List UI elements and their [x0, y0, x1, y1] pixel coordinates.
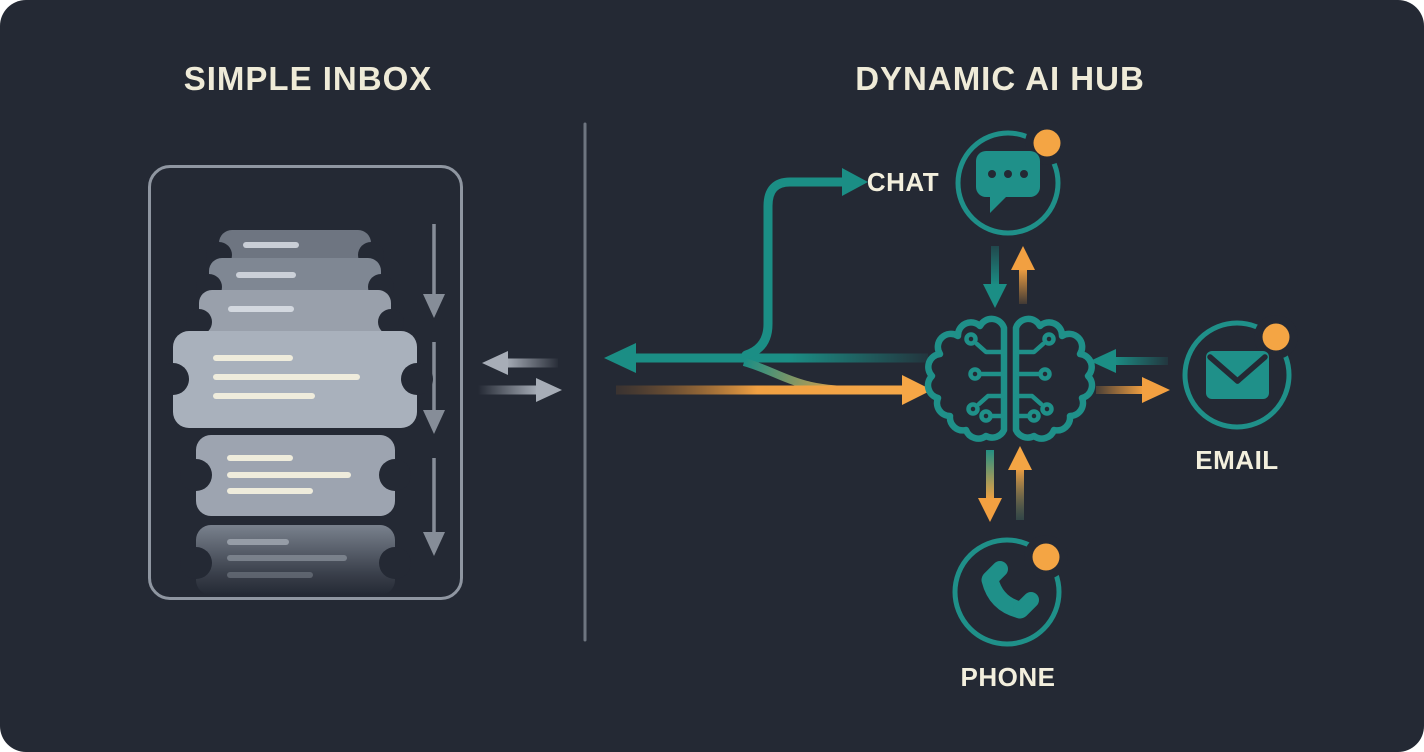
card-text-line	[213, 393, 315, 399]
transfer-arrow-outgoing	[478, 378, 562, 402]
dynamic-ai-hub-title: DYNAMIC AI HUB	[855, 60, 1145, 97]
card-text-line	[227, 539, 289, 545]
hub-to-phone-down-arrow	[978, 450, 1002, 522]
transfer-arrow-incoming	[482, 351, 558, 375]
card-text-line	[227, 455, 293, 461]
inbox-ticket-card	[180, 435, 411, 516]
chat-label: CHAT	[866, 167, 940, 197]
flow-line-incoming-teal	[604, 343, 928, 373]
card-text-line	[213, 355, 293, 361]
phone-node-ring	[952, 537, 1062, 647]
email-node-ring	[1182, 320, 1292, 430]
hub-to-email-right-arrow	[1096, 377, 1170, 403]
card-text-line	[227, 488, 313, 494]
inbox-scroll-arrows	[423, 224, 445, 556]
chat-to-hub-down-arrow	[983, 246, 1007, 308]
phone-label: PHONE	[960, 662, 1056, 692]
email-node	[1182, 315, 1298, 430]
phone-handset-icon	[981, 561, 1039, 619]
email-to-hub-left-arrow	[1090, 349, 1168, 373]
card-text-line	[213, 374, 360, 380]
simple-inbox-title: SIMPLE INBOX	[183, 60, 433, 97]
email-label: EMAIL	[1195, 445, 1279, 475]
phone-node	[952, 535, 1068, 647]
notification-dot	[1032, 543, 1060, 571]
flow-branch-to-chat	[741, 168, 868, 360]
inbox-container	[148, 165, 463, 600]
notification-dot	[1262, 323, 1290, 351]
inbox-ticket-card-faded	[180, 525, 411, 595]
card-text-line	[227, 472, 351, 478]
inbox-ticket-card	[186, 290, 404, 335]
scroll-down-arrow	[423, 224, 445, 318]
notification-dot	[1033, 129, 1061, 157]
phone-to-hub-up-arrow	[1008, 446, 1032, 520]
card-text-line	[228, 306, 294, 312]
scroll-down-arrow	[423, 342, 445, 434]
card-text-line	[227, 572, 313, 578]
chat-bubble-icon	[976, 151, 1040, 213]
card-text-line	[236, 272, 296, 278]
chat-node	[955, 121, 1069, 236]
chat-node-ring	[955, 130, 1061, 236]
circuit-brain-icon	[924, 315, 1096, 442]
flow-line-outgoing-orange	[616, 375, 932, 405]
inbox-ticket-card	[157, 331, 433, 428]
card-text-line	[227, 555, 347, 561]
envelope-icon	[1206, 351, 1269, 399]
hub-to-chat-up-arrow	[1011, 246, 1035, 304]
card-text-line	[243, 242, 299, 248]
scroll-down-arrow	[423, 458, 445, 556]
